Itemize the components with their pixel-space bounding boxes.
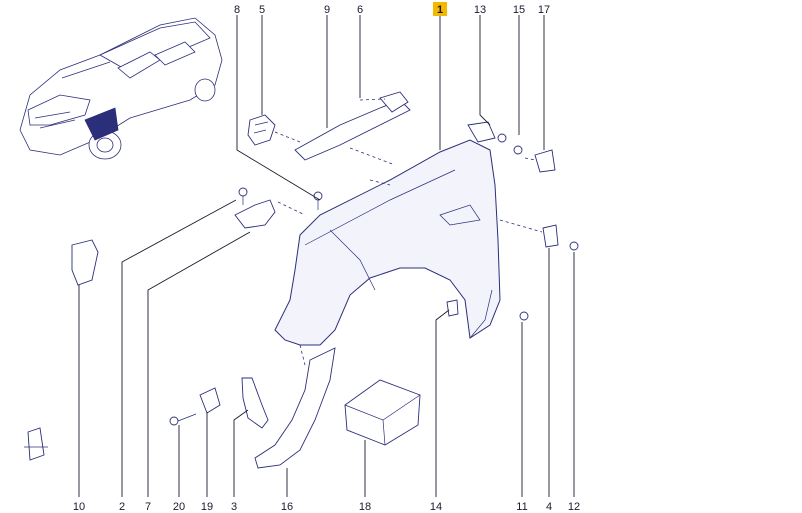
callout-7[interactable]: 7	[145, 501, 151, 513]
callout-13[interactable]: 13	[474, 4, 486, 16]
callout-5[interactable]: 5	[259, 4, 265, 16]
bracket-5	[247, 114, 276, 146]
fender-panel	[274, 139, 501, 346]
clip-14	[446, 299, 459, 317]
bracket-13	[467, 121, 496, 143]
callout-labels: 1 8 5 9 6 13 15 17 10 2 7 20 19 3 16 18 …	[73, 4, 580, 513]
bolt-20	[169, 413, 197, 426]
callout-1[interactable]: 1	[437, 4, 443, 16]
screw-8	[313, 191, 323, 210]
callout-3[interactable]: 3	[231, 501, 237, 513]
callout-4[interactable]: 4	[546, 501, 552, 513]
assembly-guides	[274, 98, 543, 366]
callout-16[interactable]: 16	[281, 501, 293, 513]
callout-10[interactable]: 10	[73, 501, 85, 513]
clip-11	[519, 311, 529, 321]
fender-highlight-on-car	[84, 107, 119, 141]
callout-17[interactable]: 17	[538, 4, 550, 16]
callout-14[interactable]: 14	[430, 501, 442, 513]
bracket-7	[234, 199, 276, 229]
screw-12	[569, 241, 579, 251]
bracket-10	[71, 239, 99, 286]
callout-2[interactable]: 2	[119, 501, 125, 513]
callout-15[interactable]: 15	[513, 4, 525, 16]
leader-lines	[78, 15, 575, 497]
screw-15	[497, 133, 523, 155]
callout-20[interactable]: 20	[173, 501, 185, 513]
callout-18[interactable]: 18	[359, 501, 371, 513]
callout-12[interactable]: 12	[568, 501, 580, 513]
screw-2	[238, 187, 248, 205]
small-part-legend	[24, 427, 48, 461]
bracket-3	[241, 377, 269, 429]
callout-19[interactable]: 19	[201, 501, 213, 513]
callout-highlight	[433, 2, 447, 16]
clip-6	[379, 91, 409, 113]
callout-11[interactable]: 11	[516, 501, 527, 513]
bracket-17	[534, 149, 556, 173]
callout-6[interactable]: 6	[357, 4, 363, 16]
callout-9[interactable]: 9	[324, 4, 330, 16]
reinforcement-16	[254, 347, 336, 469]
bracket-19	[199, 387, 221, 414]
kit-box-18	[344, 379, 421, 446]
support-9	[294, 99, 411, 161]
callout-8[interactable]: 8	[234, 4, 240, 16]
vehicle-overview	[19, 17, 223, 160]
bracket-4	[542, 224, 559, 248]
